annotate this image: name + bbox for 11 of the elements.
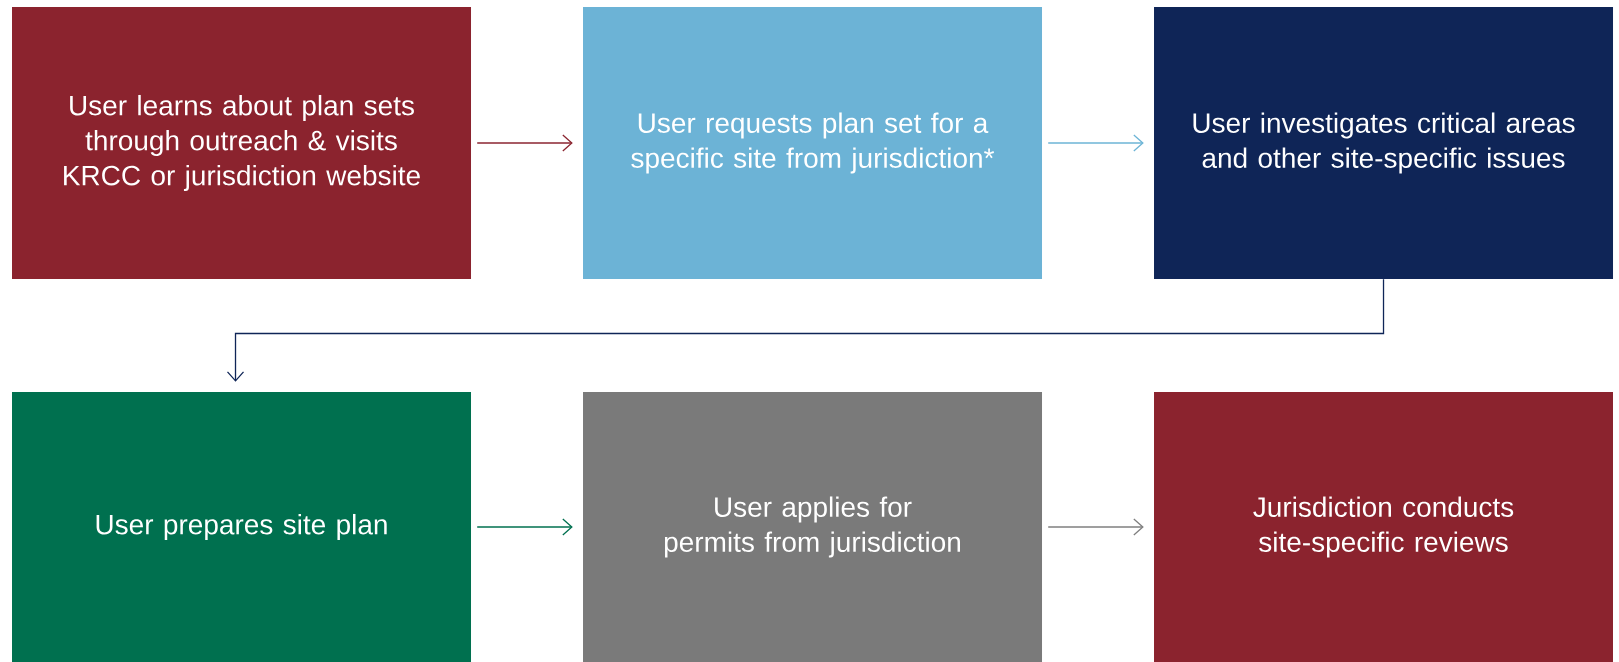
arrow (1047, 518, 1144, 536)
process-box: User investigates critical areas and other site-specific issues (1154, 7, 1613, 279)
process-box: User applies for permits from jurisdiction (583, 392, 1042, 662)
arrow (226, 278, 1385, 382)
arrow (476, 518, 573, 536)
process-box: User requests plan set for a specific site from jurisdiction* (583, 7, 1042, 279)
process-box: Jurisdiction conducts site-specific reviews (1154, 392, 1613, 662)
process-box: User prepares site plan (12, 392, 471, 662)
arrow (1047, 134, 1144, 152)
arrow (476, 134, 573, 152)
process-box: User learns about plan sets through outreach & visits KRCC or jurisdiction website (12, 7, 471, 279)
